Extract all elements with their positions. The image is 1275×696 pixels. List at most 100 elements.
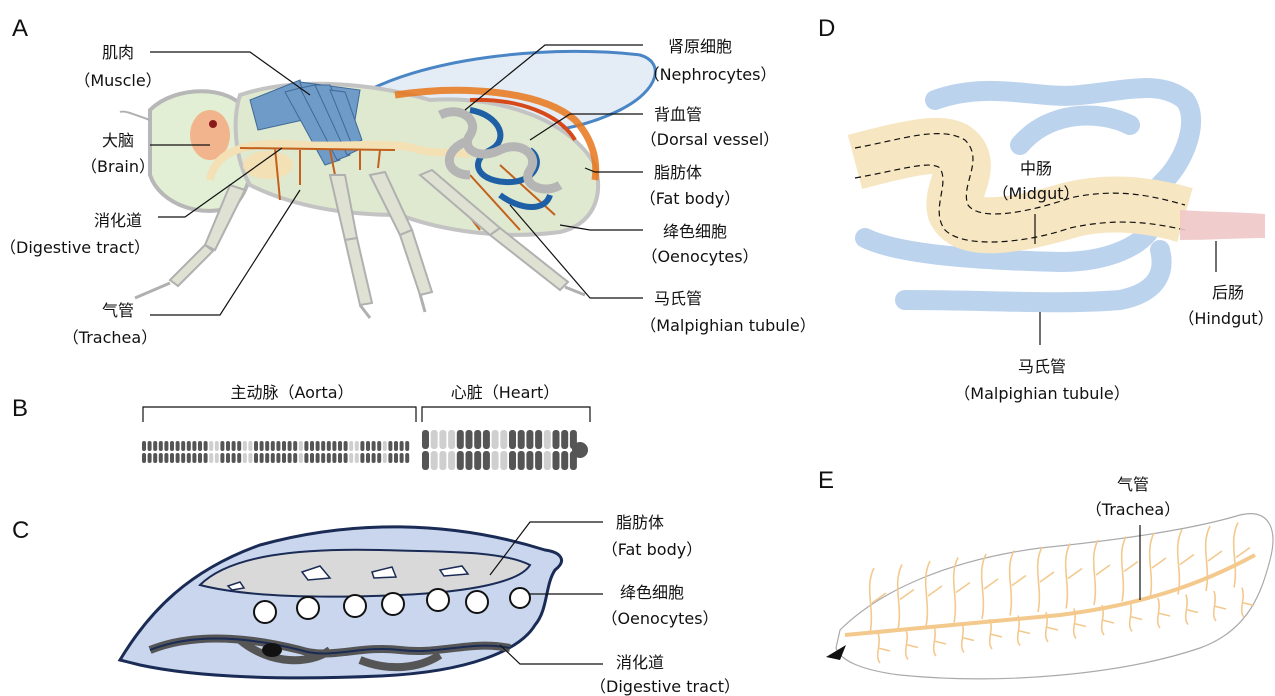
aorta-cell: [405, 453, 409, 463]
larva-outline-e: [836, 514, 1273, 679]
heart-cell: [431, 430, 438, 449]
tracheal-dorsal-branch: [1150, 533, 1166, 598]
fly-antenna: [120, 112, 150, 120]
aorta-cell: [232, 441, 236, 451]
tracheal-ventral-branch: [934, 626, 946, 656]
malpighian-label-en: （Malpighian tubule）: [640, 316, 815, 335]
tracheal-branches: [870, 523, 1254, 664]
aorta-cell: [276, 453, 280, 463]
aorta-cell: [220, 453, 224, 463]
aorta-cell: [187, 453, 191, 463]
aorta-cell: [288, 441, 292, 451]
aorta-cell: [181, 441, 185, 451]
heart-cell: [518, 451, 525, 470]
aorta-cell: [366, 453, 370, 463]
aorta-cell: [220, 441, 224, 451]
muscle-label-zh: 肌肉: [102, 43, 134, 62]
heart-cell: [466, 430, 473, 449]
aorta-cell: [338, 441, 342, 451]
panel-label-a: A: [12, 15, 28, 42]
aorta-cell: [394, 441, 398, 451]
aorta-cell: [316, 441, 320, 451]
aorta-cell: [366, 441, 370, 451]
heart-cell: [422, 451, 429, 470]
d-malpighian-label-en: （Malpighian tubule）: [954, 384, 1129, 403]
heart-cell: [431, 451, 438, 470]
tracheal-ventral-branch: [1214, 591, 1226, 621]
heart-bracket: [422, 407, 590, 422]
aorta-cell: [265, 441, 269, 451]
aorta-cell: [198, 453, 202, 463]
aorta-cell: [332, 453, 336, 463]
muscle-label-en: （Muscle）: [74, 71, 161, 90]
aorta-cell: [316, 453, 320, 463]
aorta-cell: [192, 441, 196, 451]
aorta-cell: [159, 441, 163, 451]
heart-cell: [500, 451, 507, 470]
tracheal-ventral-branch: [1130, 602, 1142, 632]
aorta-bracket: [143, 407, 416, 422]
digestive-label-zh: 消化道: [94, 211, 142, 230]
tubule-upper-loop: [1020, 115, 1130, 145]
aorta-cell: [153, 453, 157, 463]
aorta-cell: [181, 453, 185, 463]
panel-label-c: C: [12, 517, 29, 544]
tracheal-dorsal-branch: [1094, 540, 1110, 605]
hindgut-label-zh: 后肠: [1212, 283, 1244, 302]
aorta-cell: [299, 441, 303, 451]
heart-cell: [509, 451, 516, 470]
larva-illustration: [120, 527, 562, 678]
aorta-cell: [142, 441, 146, 451]
aorta-cell: [344, 441, 348, 451]
aorta-cell: [187, 441, 191, 451]
aorta-cell: [377, 441, 381, 451]
aorta-cell: [198, 441, 202, 451]
tracheal-ventral-branch: [1186, 595, 1198, 625]
fat-body-label-en: （Fat body）: [640, 189, 740, 208]
aorta-cell: [288, 453, 292, 463]
larva-gut-knot: [262, 643, 282, 657]
panel-label-d: D: [818, 15, 835, 42]
tracheal-dorsal-branch: [954, 558, 970, 623]
tracheal-ventral-branch: [1158, 598, 1170, 628]
oenocytes-label-en: （Oenocytes）: [641, 247, 758, 266]
heart-cell: [474, 451, 481, 470]
tracheal-dorsal-branch: [898, 565, 914, 630]
aorta-cell: [142, 453, 146, 463]
heart-posterior-cap: [572, 442, 588, 458]
aorta-cell: [372, 453, 376, 463]
aorta-cell: [176, 441, 180, 451]
aorta-cell: [400, 453, 404, 463]
tracheal-dorsal-branch: [1234, 523, 1250, 588]
aorta-cell: [282, 441, 286, 451]
digestive-label-en: （Digestive tract）: [0, 238, 150, 257]
aorta-cell: [153, 441, 157, 451]
midgut-label-en: （Midgut）: [993, 184, 1080, 203]
midgut-label-zh: 中肠: [1020, 159, 1052, 178]
tracheal-ventral-branch: [1102, 605, 1114, 635]
heart-cell: [439, 430, 446, 449]
heart-cell: [544, 430, 551, 449]
heart-cell: [509, 430, 516, 449]
oenocytes-label-zh: 绛色细胞: [663, 222, 727, 241]
d-malpighian-label-zh: 马氏管: [1018, 357, 1066, 376]
e-trachea-label-en: （Trachea）: [1086, 500, 1180, 519]
heart-cell: [535, 451, 542, 470]
heart-cell: [561, 451, 568, 470]
c-fat-body-label-zh: 脂肪体: [616, 513, 664, 532]
aorta-cell: [299, 453, 303, 463]
nephrocytes-label-zh: 肾原细胞: [668, 37, 732, 56]
fat-body-label-zh: 脂肪体: [654, 163, 702, 182]
aorta-cell: [405, 441, 409, 451]
aorta-cell: [321, 453, 325, 463]
heart-tube-cells: [142, 430, 588, 470]
aorta-cell: [265, 453, 269, 463]
heart-cell: [422, 430, 429, 449]
heart-cell: [518, 430, 525, 449]
aorta-cell: [349, 441, 353, 451]
aorta-cell: [176, 453, 180, 463]
tracheal-dorsal-branch: [926, 561, 942, 626]
aorta-cell: [327, 441, 331, 451]
aorta-cell: [148, 453, 152, 463]
